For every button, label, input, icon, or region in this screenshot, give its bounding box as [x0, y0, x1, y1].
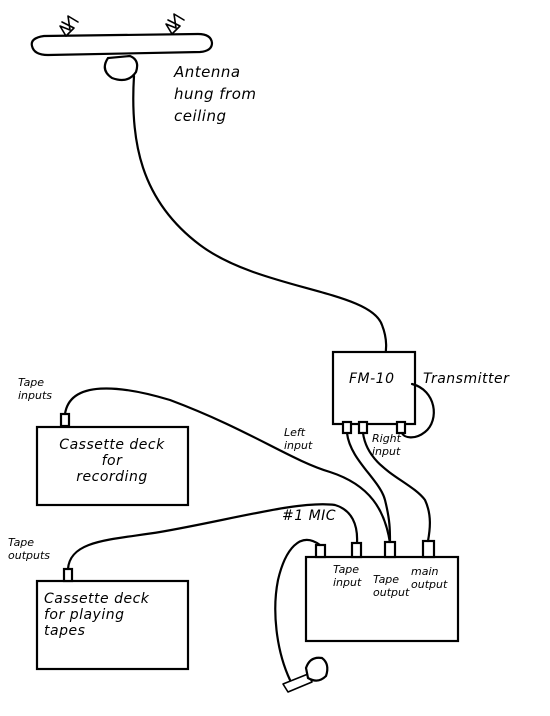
mixer-jack-main-output [421, 539, 436, 559]
tape-outputs-label: Tape outputs [8, 536, 51, 562]
antenna-connector [103, 54, 139, 82]
transmitter-box [331, 350, 417, 426]
recording-deck-cable [63, 387, 392, 545]
playing-deck-label: Cassette deck for playing tapes [44, 591, 150, 640]
transmitter-loop-cable [400, 382, 435, 439]
mixer-box [304, 555, 460, 643]
recording-deck-box [35, 425, 190, 507]
playing-deck-cable [66, 503, 359, 571]
antenna-hanger-right [165, 13, 185, 35]
microphone-head [304, 656, 329, 682]
transmitter-jack-mid [357, 420, 369, 435]
main-output-label: main output [411, 565, 448, 591]
transmitter-model: FM-10 [349, 371, 395, 387]
left-input-cable [345, 431, 392, 544]
microphone-handle [282, 673, 313, 693]
right-input-cable [361, 431, 431, 543]
recording-deck-label: Cassette deck for recording [59, 437, 165, 486]
playing-deck-jack [62, 567, 74, 583]
mixer-jack-tape-input [350, 541, 363, 559]
mixer-jack-mic [314, 543, 327, 559]
tape-inputs-label: Tape inputs [18, 376, 53, 402]
antenna-label: Antenna hung from ceiling [174, 63, 257, 125]
mic-label: #1 MIC [282, 508, 337, 524]
transmitter-jack-left [341, 420, 353, 435]
right-input-label: Right input [372, 432, 401, 458]
antenna-hanger-left [59, 15, 79, 37]
mic-cable [274, 538, 322, 682]
antenna-cable [132, 74, 388, 358]
mixer-jack-tape-output [383, 540, 397, 559]
playing-deck-box [35, 579, 190, 671]
tape-output-label: Tape output [373, 573, 410, 599]
left-input-label: Left input [284, 426, 313, 452]
tape-input-label: Tape input [333, 563, 362, 589]
recording-deck-jack [59, 412, 71, 428]
transmitter-label: Transmitter [423, 371, 510, 387]
antenna-bar [30, 32, 214, 57]
